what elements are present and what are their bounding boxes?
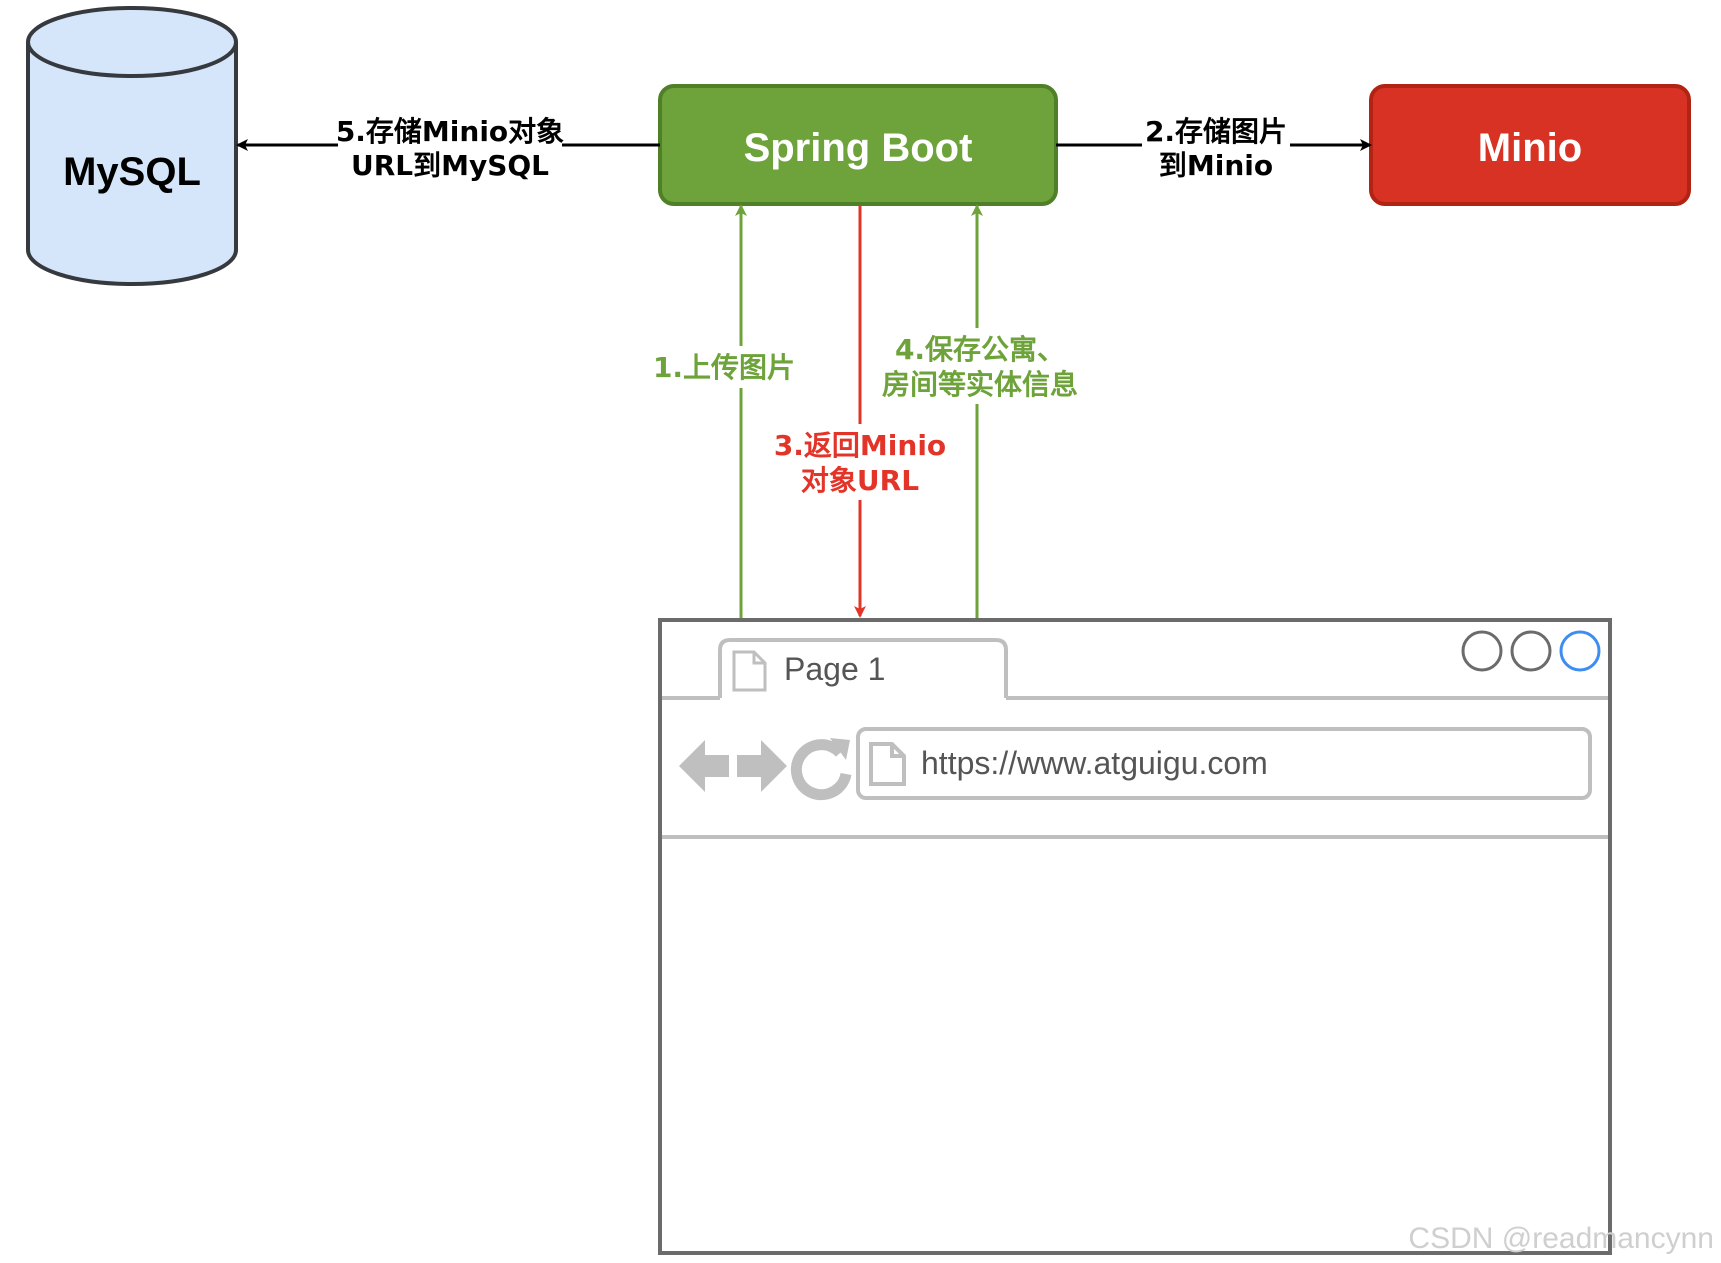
edge-store-url: 5.存储Minio对象 URL到MySQL <box>236 112 660 184</box>
edge-save-info-line2: 房间等实体信息 <box>882 368 1078 401</box>
browser-window: Page 1 https://www.atguigu.com <box>658 618 1612 1255</box>
mysql-node: MySQL <box>26 6 238 286</box>
watermark: CSDN @readmancynn <box>1408 1222 1714 1255</box>
edge-store-url-line2: URL到MySQL <box>351 149 549 182</box>
mysql-label: MySQL <box>63 150 201 194</box>
edge-return-url-line1: 3.返回Minio <box>774 429 946 462</box>
browser-tab[interactable]: Page 1 <box>718 638 1008 698</box>
minio-label: Minio <box>1478 126 1582 170</box>
url-file-icon <box>869 742 906 786</box>
minio-node: Minio <box>1369 84 1691 206</box>
spring-boot-label: Spring Boot <box>744 126 973 170</box>
back-arrow-icon[interactable] <box>679 740 729 792</box>
file-icon <box>732 650 767 692</box>
edge-upload: 1.上传图片 <box>650 204 798 618</box>
edge-save-info: 4.保存公寓、 房间等实体信息 <box>874 204 1086 618</box>
edge-store-url-line1: 5.存储Minio对象 <box>336 115 564 148</box>
window-control-active-icon[interactable] <box>1559 630 1601 672</box>
address-bar[interactable]: https://www.atguigu.com <box>856 727 1592 800</box>
forward-arrow-icon[interactable] <box>737 740 787 792</box>
edge-store-image-line2: 到Minio <box>1159 149 1273 182</box>
url-text: https://www.atguigu.com <box>921 745 1268 781</box>
edge-upload-label: 1.上传图片 <box>653 351 795 384</box>
edge-return-url: 3.返回Minio 对象URL <box>774 206 946 618</box>
edge-store-image-line1: 2.存储图片 <box>1145 115 1287 148</box>
edge-save-info-line1: 4.保存公寓、 <box>895 333 1065 366</box>
reload-icon[interactable] <box>790 738 852 801</box>
edge-return-url-line2: 对象URL <box>801 464 919 497</box>
tab-label: Page 1 <box>784 651 885 687</box>
window-control-icon[interactable] <box>1461 630 1503 672</box>
spring-boot-node: Spring Boot <box>658 84 1058 206</box>
edge-store-image: 2.存储图片 到Minio <box>1056 112 1372 184</box>
window-control-icon[interactable] <box>1510 630 1552 672</box>
